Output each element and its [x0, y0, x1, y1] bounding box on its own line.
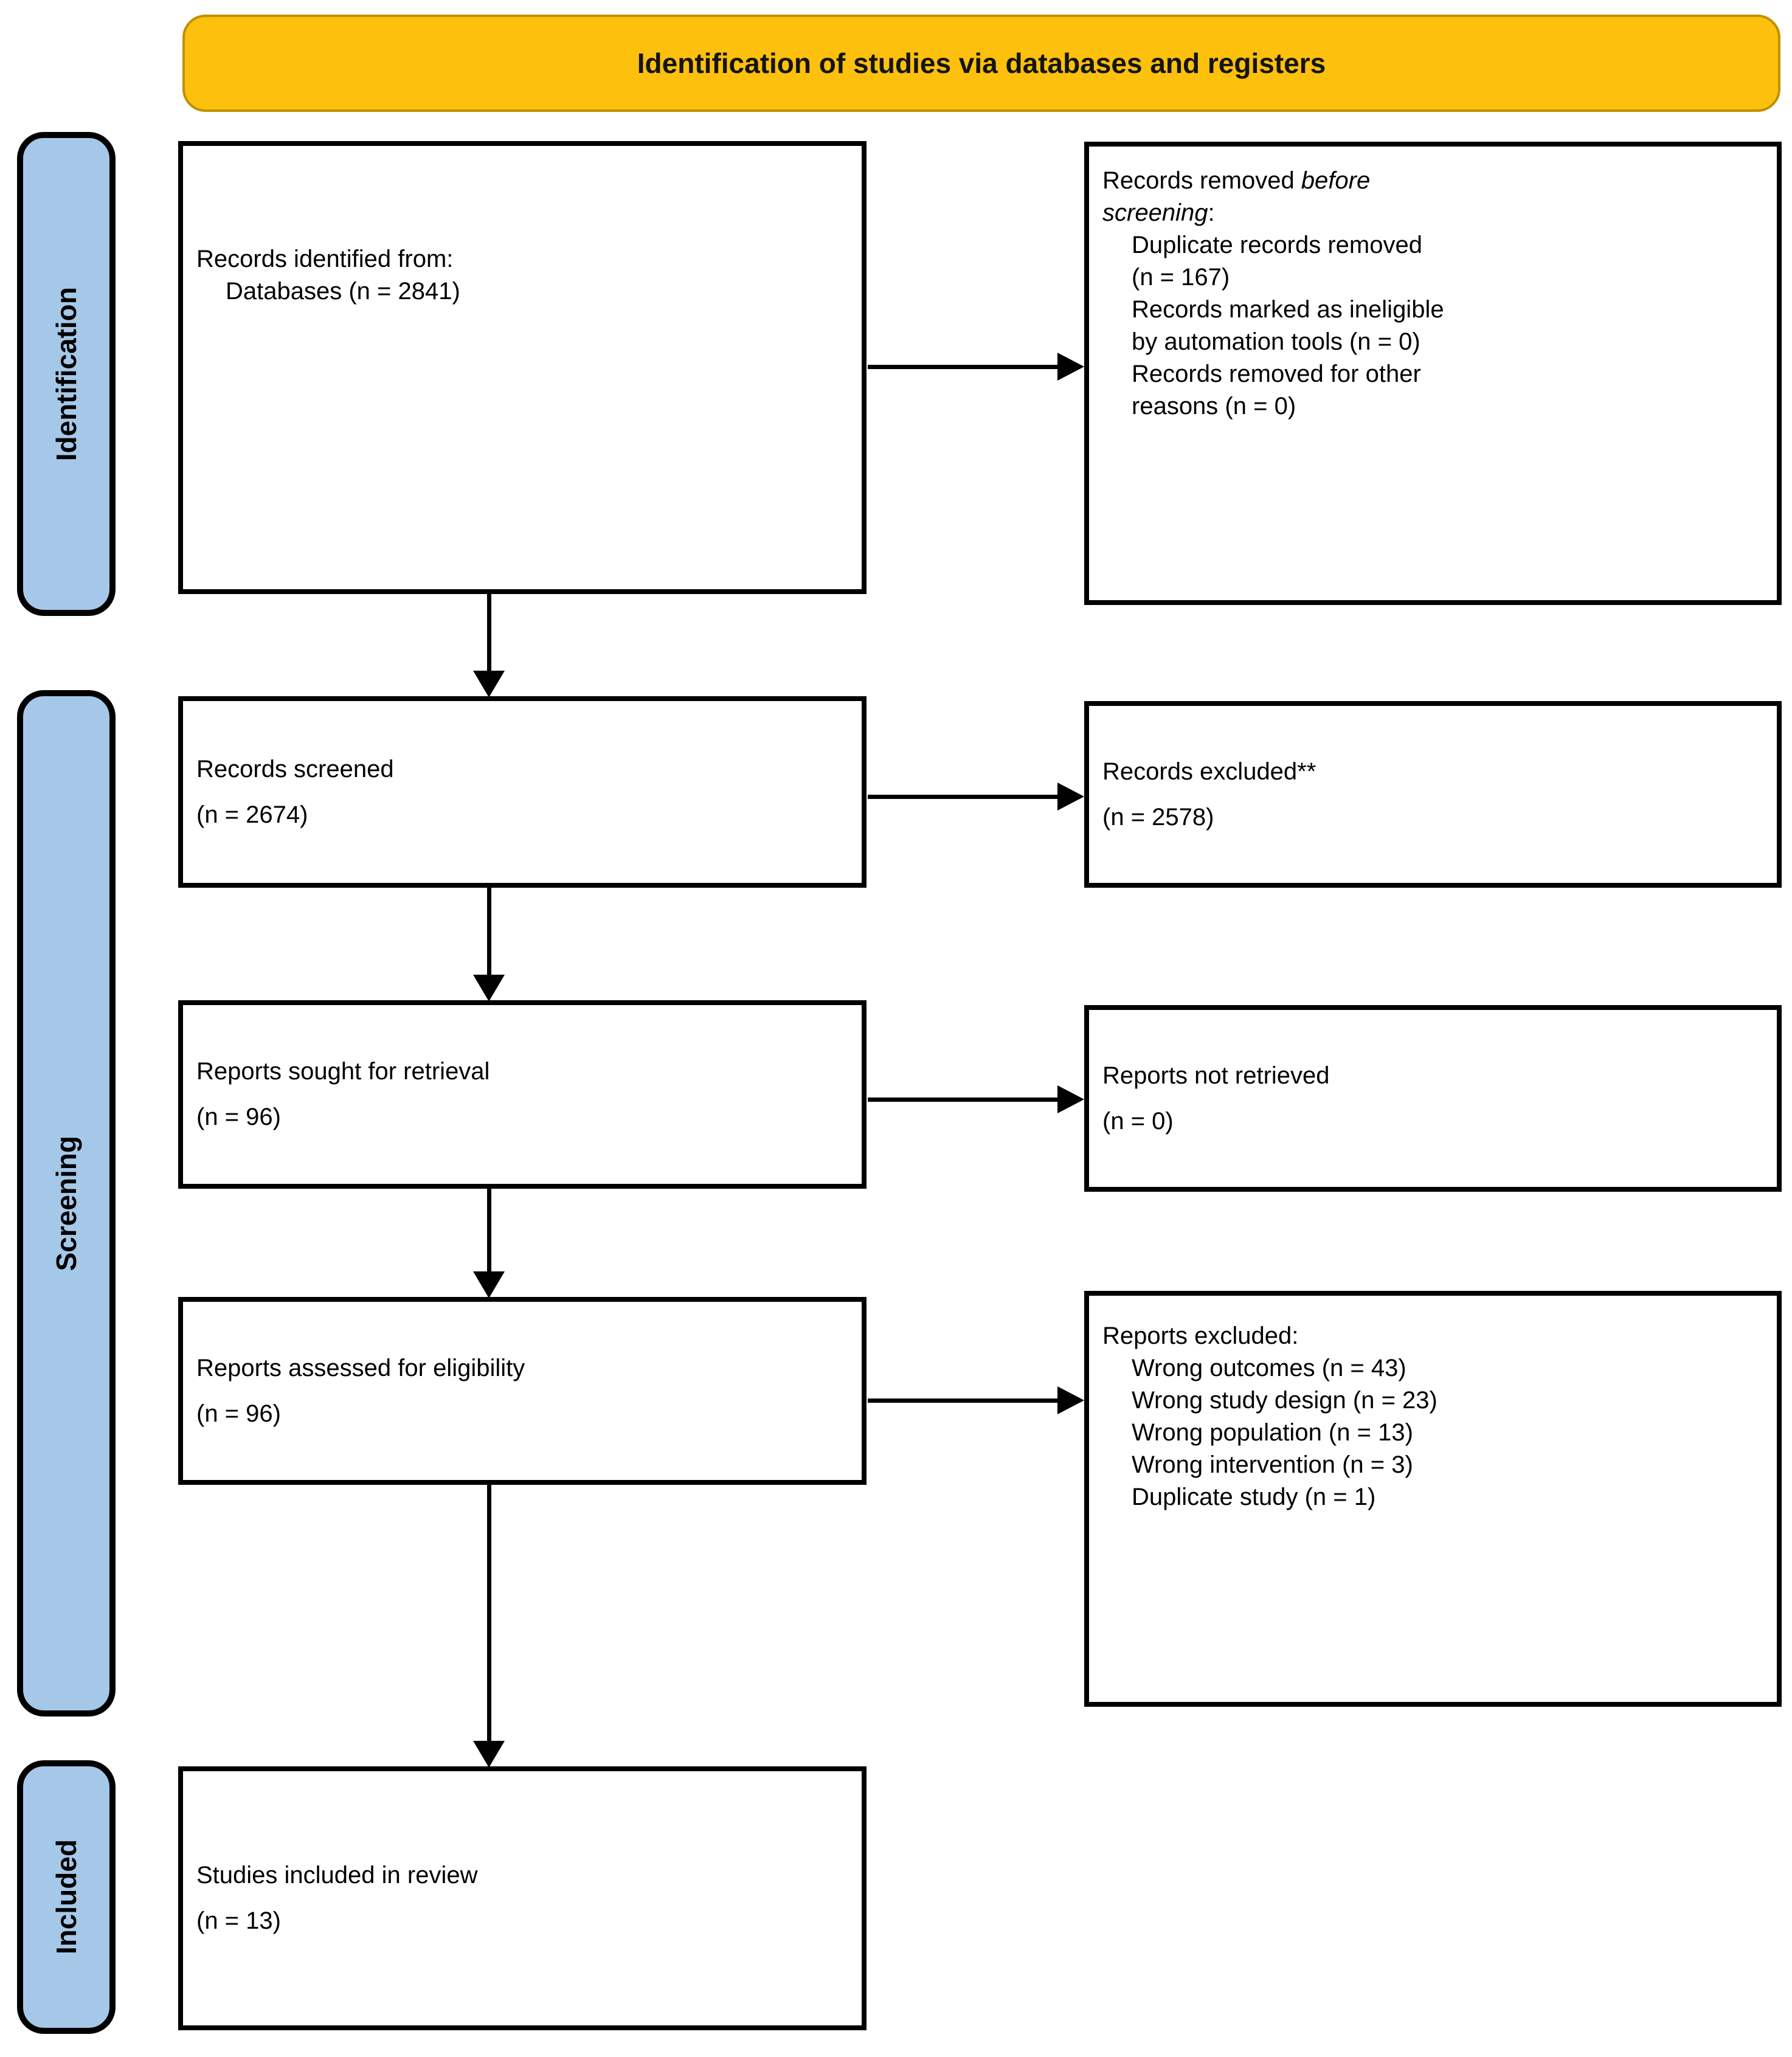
- box-records-excluded: Records excluded** (n = 2578): [1084, 701, 1782, 888]
- box-line: (n = 167): [1132, 264, 1230, 291]
- arrow-line: [868, 1097, 1061, 1102]
- arrow-head-icon: [473, 671, 505, 697]
- arrow-right-identified-to-removed: [868, 351, 1084, 382]
- arrow-head-icon: [473, 1271, 505, 1298]
- arrow-head-icon: [473, 975, 505, 1001]
- arrow-down-sought-to-assessed: [472, 1188, 505, 1298]
- arrow-right-screened-to-excluded: [868, 781, 1084, 812]
- box-line: Duplicate records removed: [1132, 232, 1422, 258]
- arrow-head-icon: [473, 1741, 505, 1768]
- box-line: Reports not retrieved: [1102, 1062, 1330, 1089]
- arrow-line: [486, 1482, 491, 1744]
- banner: Identification of studies via databases …: [182, 15, 1780, 112]
- box-reports-not-retrieved: Reports not retrieved (n = 0): [1084, 1005, 1782, 1192]
- arrow-line: [486, 594, 491, 674]
- stage-label-included-text: Included: [50, 1839, 82, 1955]
- box-line: reasons (n = 0): [1132, 393, 1296, 420]
- box-reports-sought: Reports sought for retrieval (n = 96): [178, 1000, 867, 1189]
- box-line: Databases (n = 2841): [226, 278, 460, 305]
- stage-label-included: Included: [17, 1760, 116, 2034]
- box-line: (n = 2674): [196, 801, 308, 828]
- arrow-right-sought-to-notretrieved: [868, 1084, 1084, 1115]
- box-records-screened: Records screened (n = 2674): [178, 696, 867, 888]
- box-line: (n = 2578): [1102, 803, 1214, 831]
- box-line: Reports excluded:: [1102, 1322, 1299, 1349]
- box-line: Reports assessed for eligibility: [196, 1354, 525, 1381]
- arrow-line: [868, 364, 1061, 369]
- box-line: Records excluded**: [1102, 758, 1316, 785]
- arrow-head-icon: [1057, 783, 1084, 811]
- box-line: Records removed for other: [1132, 361, 1421, 387]
- box-line: Duplicate study (n = 1): [1132, 1484, 1376, 1510]
- arrow-line: [868, 1398, 1061, 1403]
- box-studies-included: Studies included in review (n = 13): [178, 1766, 867, 2030]
- box-line: Wrong study design (n = 23): [1132, 1387, 1437, 1414]
- box-line: Records removed before: [1102, 167, 1371, 194]
- box-line: (n = 13): [196, 1907, 281, 1934]
- box-reports-assessed: Reports assessed for eligibility (n = 96…: [178, 1297, 867, 1485]
- stage-label-identification-text: Identification: [50, 286, 82, 462]
- box-line: (n = 96): [196, 1400, 281, 1427]
- box-line: screening:: [1102, 199, 1215, 226]
- arrow-head-icon: [1057, 1085, 1084, 1113]
- box-line: Studies included in review: [196, 1862, 478, 1889]
- box-line: Wrong intervention (n = 3): [1132, 1451, 1413, 1478]
- arrow-line: [486, 1188, 491, 1275]
- arrow-right-assessed-to-reportsexcluded: [868, 1385, 1084, 1416]
- banner-title: Identification of studies via databases …: [637, 47, 1326, 79]
- arrow-down-identified-to-screened: [472, 594, 505, 697]
- arrow-down-assessed-to-included: [472, 1482, 505, 1768]
- box-records-removed-before-screening: Records removed before screening: Duplic…: [1084, 142, 1782, 605]
- box-line: Records marked as ineligible: [1132, 296, 1444, 323]
- box-line: (n = 0): [1102, 1107, 1174, 1135]
- box-line: Wrong population (n = 13): [1132, 1419, 1413, 1446]
- box-reports-excluded: Reports excluded: Wrong outcomes (n = 43…: [1084, 1291, 1782, 1707]
- arrow-head-icon: [1057, 1386, 1084, 1414]
- arrow-head-icon: [1057, 353, 1084, 381]
- box-line: Records screened: [196, 755, 394, 783]
- box-line: (n = 96): [196, 1104, 281, 1130]
- box-line: Records identified from:: [196, 246, 454, 272]
- arrow-down-screened-to-sought: [472, 885, 505, 1001]
- arrow-line: [486, 885, 491, 978]
- box-line: Wrong outcomes (n = 43): [1132, 1355, 1406, 1381]
- box-line: Reports sought for retrieval: [196, 1058, 490, 1085]
- stage-label-screening: Screening: [17, 690, 116, 1716]
- arrow-line: [868, 794, 1061, 799]
- stage-label-screening-text: Screening: [50, 1135, 82, 1271]
- stage-label-identification: Identification: [17, 132, 116, 616]
- box-records-identified: Records identified from: Databases (n = …: [178, 141, 867, 594]
- box-line: by automation tools (n = 0): [1132, 328, 1420, 355]
